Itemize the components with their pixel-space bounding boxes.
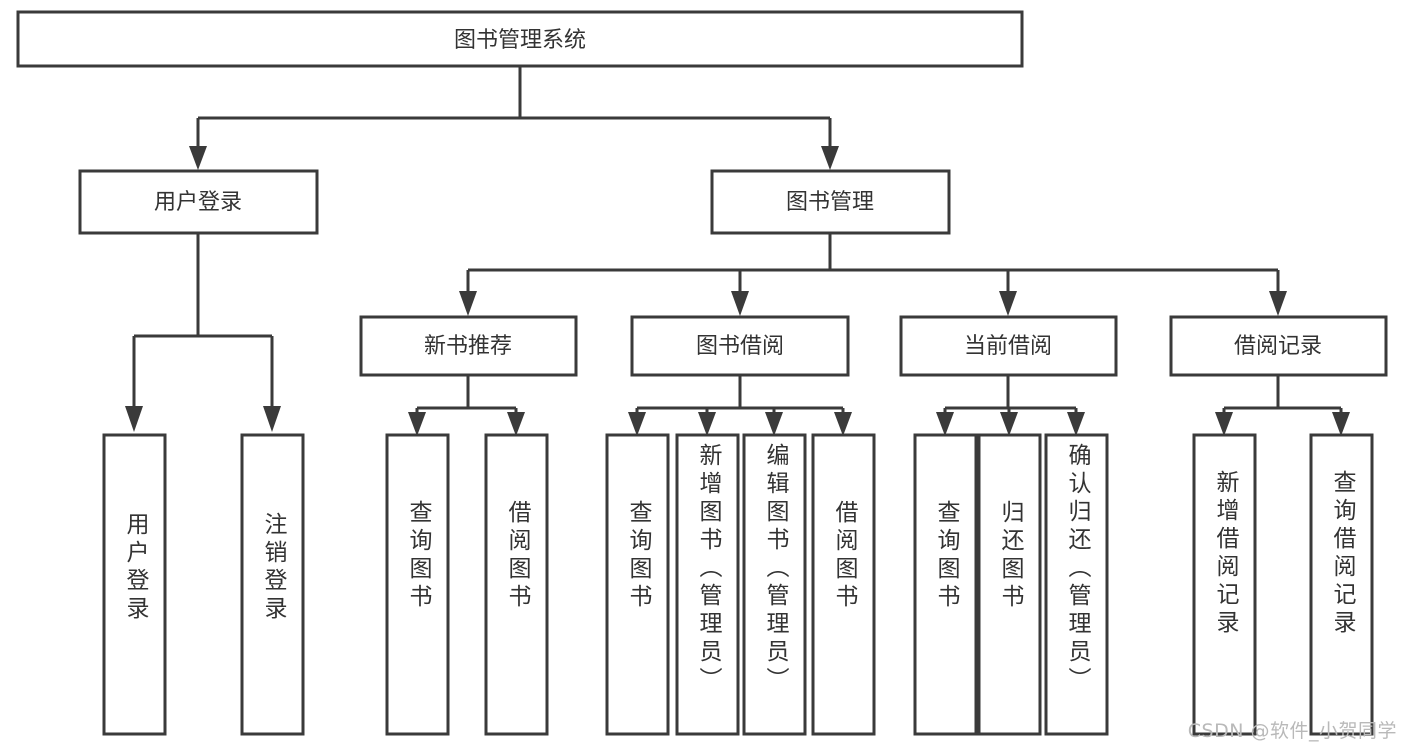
node-borrow-record-label: 借阅记录 — [1234, 334, 1322, 359]
node-new-book-recommend[interactable]: 新书推荐 — [359, 315, 578, 377]
arrow-head-icon — [408, 412, 426, 436]
arrow-head-icon — [507, 412, 525, 436]
node-current-borrow-box — [899, 315, 1118, 377]
node-new-book-recommend-label: 新书推荐 — [424, 334, 512, 359]
leaf-box-query-record[interactable] — [1309, 433, 1374, 736]
leaf-box-borrow-book-1[interactable] — [484, 433, 549, 736]
node-book-management[interactable]: 图书管理 — [710, 169, 951, 235]
connector-current-borrow-to-leaves — [936, 375, 1085, 436]
node-user-login[interactable]: 用户登录 — [78, 169, 319, 235]
arrow-head-icon — [821, 146, 839, 170]
arrow-head-icon — [834, 412, 852, 436]
arrow-head-icon — [999, 291, 1017, 316]
arrow-head-icon — [263, 406, 281, 432]
node-user-login-box — [78, 169, 319, 235]
arrow-head-icon — [765, 412, 783, 436]
arrow-head-icon — [698, 412, 716, 436]
connector-root-to-level2 — [189, 66, 839, 170]
arrow-head-icon — [459, 291, 477, 316]
arrow-head-icon — [936, 412, 954, 436]
leaf-box-query-book-1[interactable] — [385, 433, 450, 736]
arrow-head-icon — [731, 291, 749, 316]
node-root-label: 图书管理系统 — [454, 28, 586, 53]
leaf-box-user-login[interactable] — [102, 433, 167, 736]
connector-borrow-record-to-leaves — [1215, 375, 1350, 436]
node-user-login-label: 用户登录 — [154, 190, 242, 215]
node-book-borrow-label: 图书借阅 — [696, 334, 784, 359]
node-root-box — [16, 10, 1024, 68]
leaf-box-add-book[interactable] — [675, 433, 740, 736]
leaf-box-borrow-book-2[interactable] — [811, 433, 876, 736]
leaf-box-edit-book[interactable] — [742, 433, 807, 736]
node-new-book-recommend-box — [359, 315, 578, 377]
node-root[interactable]: 图书管理系统 — [16, 10, 1024, 68]
arrow-head-icon — [189, 146, 207, 170]
leaf-box-query-book-3[interactable] — [913, 433, 978, 736]
arrow-head-icon — [1332, 412, 1350, 436]
arrow-head-icon — [1067, 412, 1085, 436]
connector-book-management-to-level3 — [459, 233, 1287, 316]
node-book-borrow[interactable]: 图书借阅 — [630, 315, 850, 377]
csdn-watermark: CSDN @软件_小贺同学 — [1187, 720, 1397, 742]
connector-book-borrow-to-leaves — [628, 375, 852, 436]
node-current-borrow[interactable]: 当前借阅 — [899, 315, 1118, 377]
arrow-head-icon — [628, 412, 646, 436]
node-borrow-record[interactable]: 借阅记录 — [1169, 315, 1388, 377]
node-book-management-label: 图书管理 — [786, 190, 874, 215]
leaf-box-confirm-return[interactable] — [1044, 433, 1109, 736]
arrow-head-icon — [125, 406, 143, 432]
leaf-box-add-record[interactable] — [1192, 433, 1257, 736]
connector-user-login-to-leaves — [125, 233, 281, 432]
leaf-box-logout[interactable] — [240, 433, 305, 736]
leaf-box-query-book-2[interactable] — [605, 433, 670, 736]
node-current-borrow-label: 当前借阅 — [964, 334, 1052, 359]
connector-new-book-recommend-to-leaves — [408, 375, 525, 436]
arrow-head-icon — [1269, 291, 1287, 316]
arrow-head-icon — [1215, 412, 1233, 436]
arrow-head-icon — [1000, 412, 1018, 436]
leaf-box-return-book[interactable] — [977, 433, 1042, 736]
